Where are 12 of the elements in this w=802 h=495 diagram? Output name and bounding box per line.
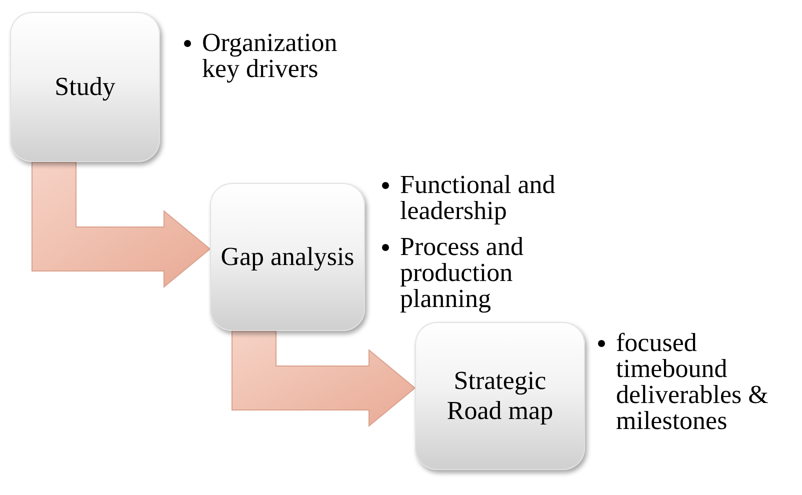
bent-arrow [32,162,211,288]
rounded-box [210,183,365,331]
rounded-box [415,322,585,470]
bullet-text: Process and production planning [400,232,524,313]
rounded-box [10,12,160,162]
box-label: Strategic Road map [446,366,554,426]
bullet-text: Functional and leadership [400,170,556,225]
bullet-text: Organization key drivers [202,28,338,83]
bent-arrow [232,330,416,428]
box-label: Gap analysis [220,242,354,272]
bullet-text: focused timebound deliverables & milestones [616,328,768,435]
box-label: Study [54,72,116,102]
